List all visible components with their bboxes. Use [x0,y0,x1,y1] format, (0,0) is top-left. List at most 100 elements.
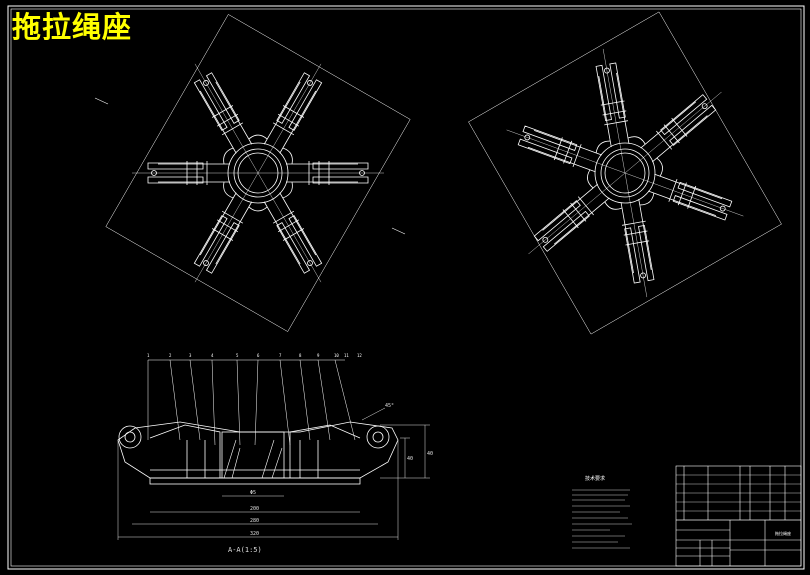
arm-edge [654,173,723,200]
web-fillet [248,206,268,212]
balloon-number: 8 [299,353,302,358]
bracket-plate [624,227,641,284]
bracket-plate [147,176,204,184]
web-fillet [282,181,293,199]
plan-view-right [468,11,782,335]
web-fillet [604,201,623,210]
technical-notes-title: 技术要求 [585,475,605,482]
bracket-plate [312,162,369,170]
drawing-frame-inner [10,8,802,567]
bracket-plate [193,215,228,267]
bracket-plate [595,64,612,122]
balloon-number: 10 [334,353,339,358]
pin-hole [640,272,646,279]
arm-centerline [194,63,259,174]
bracket-plate [660,94,708,136]
pin-hole [307,80,313,86]
right-lug-hole [372,431,384,443]
title-block [675,465,802,567]
left-lug-hole [124,431,136,443]
arm-edge [263,81,301,145]
arm-edge [648,190,717,217]
arm-edge [640,101,697,149]
bom-rows [676,474,801,521]
hub-outer-circle [594,142,656,204]
view-frame [468,11,782,335]
pin-hole [542,236,549,243]
pin-hole [604,67,610,74]
bracket-plate [638,224,655,282]
pin-hole [203,80,209,86]
web-fillet [595,140,611,153]
drawing-frame-outer [7,5,805,570]
arm-edge [542,183,599,231]
balloon-number: 4 [211,353,214,358]
bracket-plate [542,210,590,252]
web-fillet [223,147,234,165]
hub-inner-circle [604,152,646,194]
bracket-plate [522,125,578,151]
dim-chamfer: 45° [385,403,394,409]
technical-notes: 技术要求 [572,475,632,549]
arm-centerline [194,172,259,283]
arm-centerline [257,172,322,283]
arm-centerline [506,129,626,174]
arm-edge [651,115,708,163]
bracket-plate [288,215,323,267]
bracket-plate [193,79,228,131]
view-frame [105,14,411,332]
arm-edge [616,72,630,144]
web-fillet [639,193,655,206]
bracket-plate [288,79,323,131]
arm-edge [620,202,634,274]
bracket-plate [609,62,626,119]
bracket-plate [147,162,204,170]
dim-height-b: 40 [407,456,413,462]
title-block-part-name: 拖拉绳座 [775,530,791,536]
section-label: A-A(1:5) [228,546,262,554]
dim-inner: Φ5 [250,490,256,496]
bracket-plate [205,222,240,274]
arm-centerline [602,48,626,174]
pin-hole [719,205,726,212]
bracket-plate [312,176,369,184]
balloon-number: 9 [317,353,320,358]
arm-centerline [528,172,626,255]
balloon-number: 12 [357,353,362,358]
pin-hole [203,260,209,266]
arm-edge [533,129,602,156]
bracket-plate [276,72,311,124]
web-fillet [587,169,594,189]
arm-edge [263,201,301,265]
web-fillet [223,181,234,199]
arm-edge [279,192,317,256]
arm-edge [279,90,317,154]
pin-hole [524,134,531,141]
bracket-plate [677,181,733,208]
arm-centerline [624,172,744,217]
web-fillet [656,157,663,177]
arm-centerline [624,91,722,174]
dim-outer: 280 [250,518,259,524]
arm-centerline [257,63,322,174]
arm-edge [215,81,253,145]
dim-height-a: 40 [427,451,433,457]
bracket-plate [205,72,240,124]
bracket-plate [517,138,573,165]
plan-view-left [105,14,411,332]
hub-mid-circle [600,148,650,198]
bracket-plate [276,222,311,274]
balloon-number: 5 [236,353,239,358]
balloon-number: 1 [147,353,150,358]
arm-edge [199,192,237,256]
base-plate [149,477,361,485]
arm-centerline [624,172,648,298]
web-fillet [248,134,268,140]
pin-hole [307,260,313,266]
dim-overall: 320 [250,531,259,537]
arm-edge [199,90,237,154]
arm-edge [598,76,612,148]
drawing-title: 拖拉绳座 [12,10,133,44]
pin-hole [701,103,708,110]
arm-edge [527,146,596,173]
